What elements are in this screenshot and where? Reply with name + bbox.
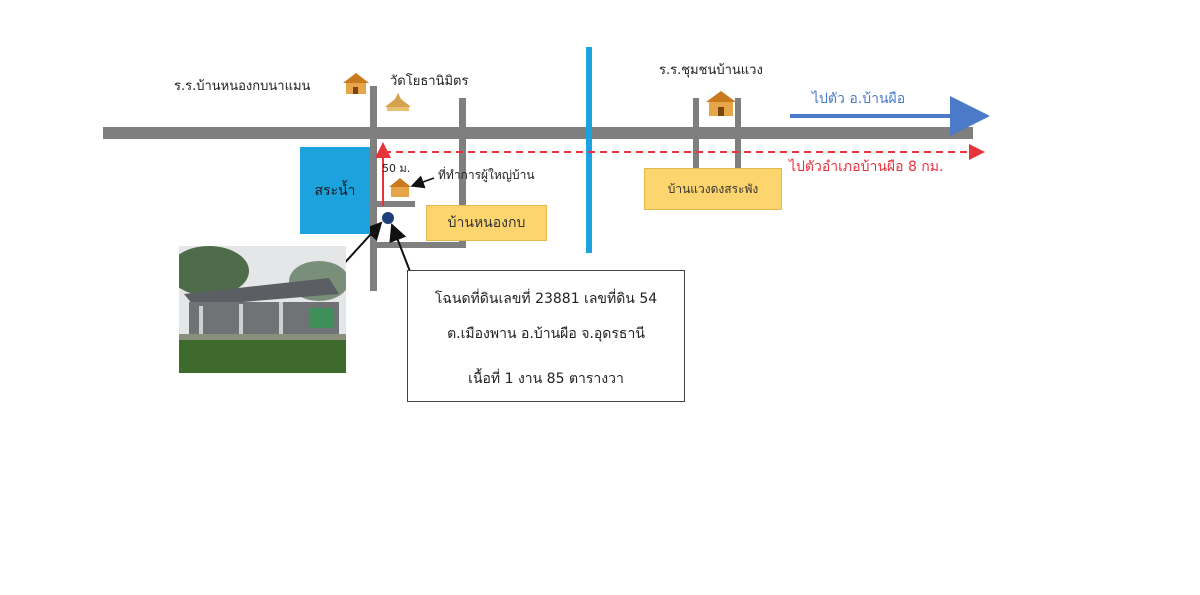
- lane-stub: [377, 201, 415, 207]
- school-icon: [706, 91, 736, 116]
- school-nong-kop-label: ร.ร.บ้านหนองกบนาแมน: [174, 79, 311, 94]
- ban-nong-kop-box: บ้านหนองกบ: [426, 205, 547, 241]
- location-line: ต.เมืองพาน อ.บ้านผือ จ.อุดรธานี: [447, 326, 645, 342]
- area-line: เนื้อที่ 1 งาน 85 ตารางวา: [468, 371, 624, 387]
- canal: [586, 47, 592, 253]
- lane-bottom: [377, 242, 466, 248]
- school-icon: [343, 73, 369, 94]
- side-road-right-b: [735, 98, 741, 168]
- side-road-left: [370, 86, 377, 291]
- school-community-label: ร.ร.ชุมชนบ้านแวง: [659, 63, 763, 78]
- info-pointer: [389, 223, 412, 275]
- temple-label: วัดโยธานิมิตร: [390, 74, 469, 89]
- office-pointer: [410, 175, 435, 189]
- side-road-mid: [459, 98, 466, 248]
- office-icon: [389, 178, 411, 197]
- land-plot-marker: [382, 212, 394, 224]
- land-info-box: โฉนดที่ดินเลขที่ 23881 เลขที่ดิน 54 ต.เม…: [407, 270, 685, 402]
- main-road: [103, 127, 973, 139]
- temple-icon: [385, 93, 411, 111]
- ban-waeng-box: บ้านแวงดงสระพัง: [644, 168, 782, 210]
- headman-office-label: ที่ทำการผู้ใหญ่บ้าน: [438, 168, 535, 182]
- building-photo: [179, 246, 346, 373]
- side-road-right-a: [693, 98, 699, 168]
- to-ban-phue-label: ไปตัว อ.บ้านผือ: [812, 91, 906, 107]
- distance-label: 50 ม.: [382, 162, 411, 175]
- title-deed-number: โฉนดที่ดินเลขที่ 23881 เลขที่ดิน 54: [434, 291, 658, 307]
- to-district-label: ไปตัวอำเภอบ้านผือ 8 กม.: [789, 159, 944, 175]
- pond: สระน้ำ: [300, 147, 370, 234]
